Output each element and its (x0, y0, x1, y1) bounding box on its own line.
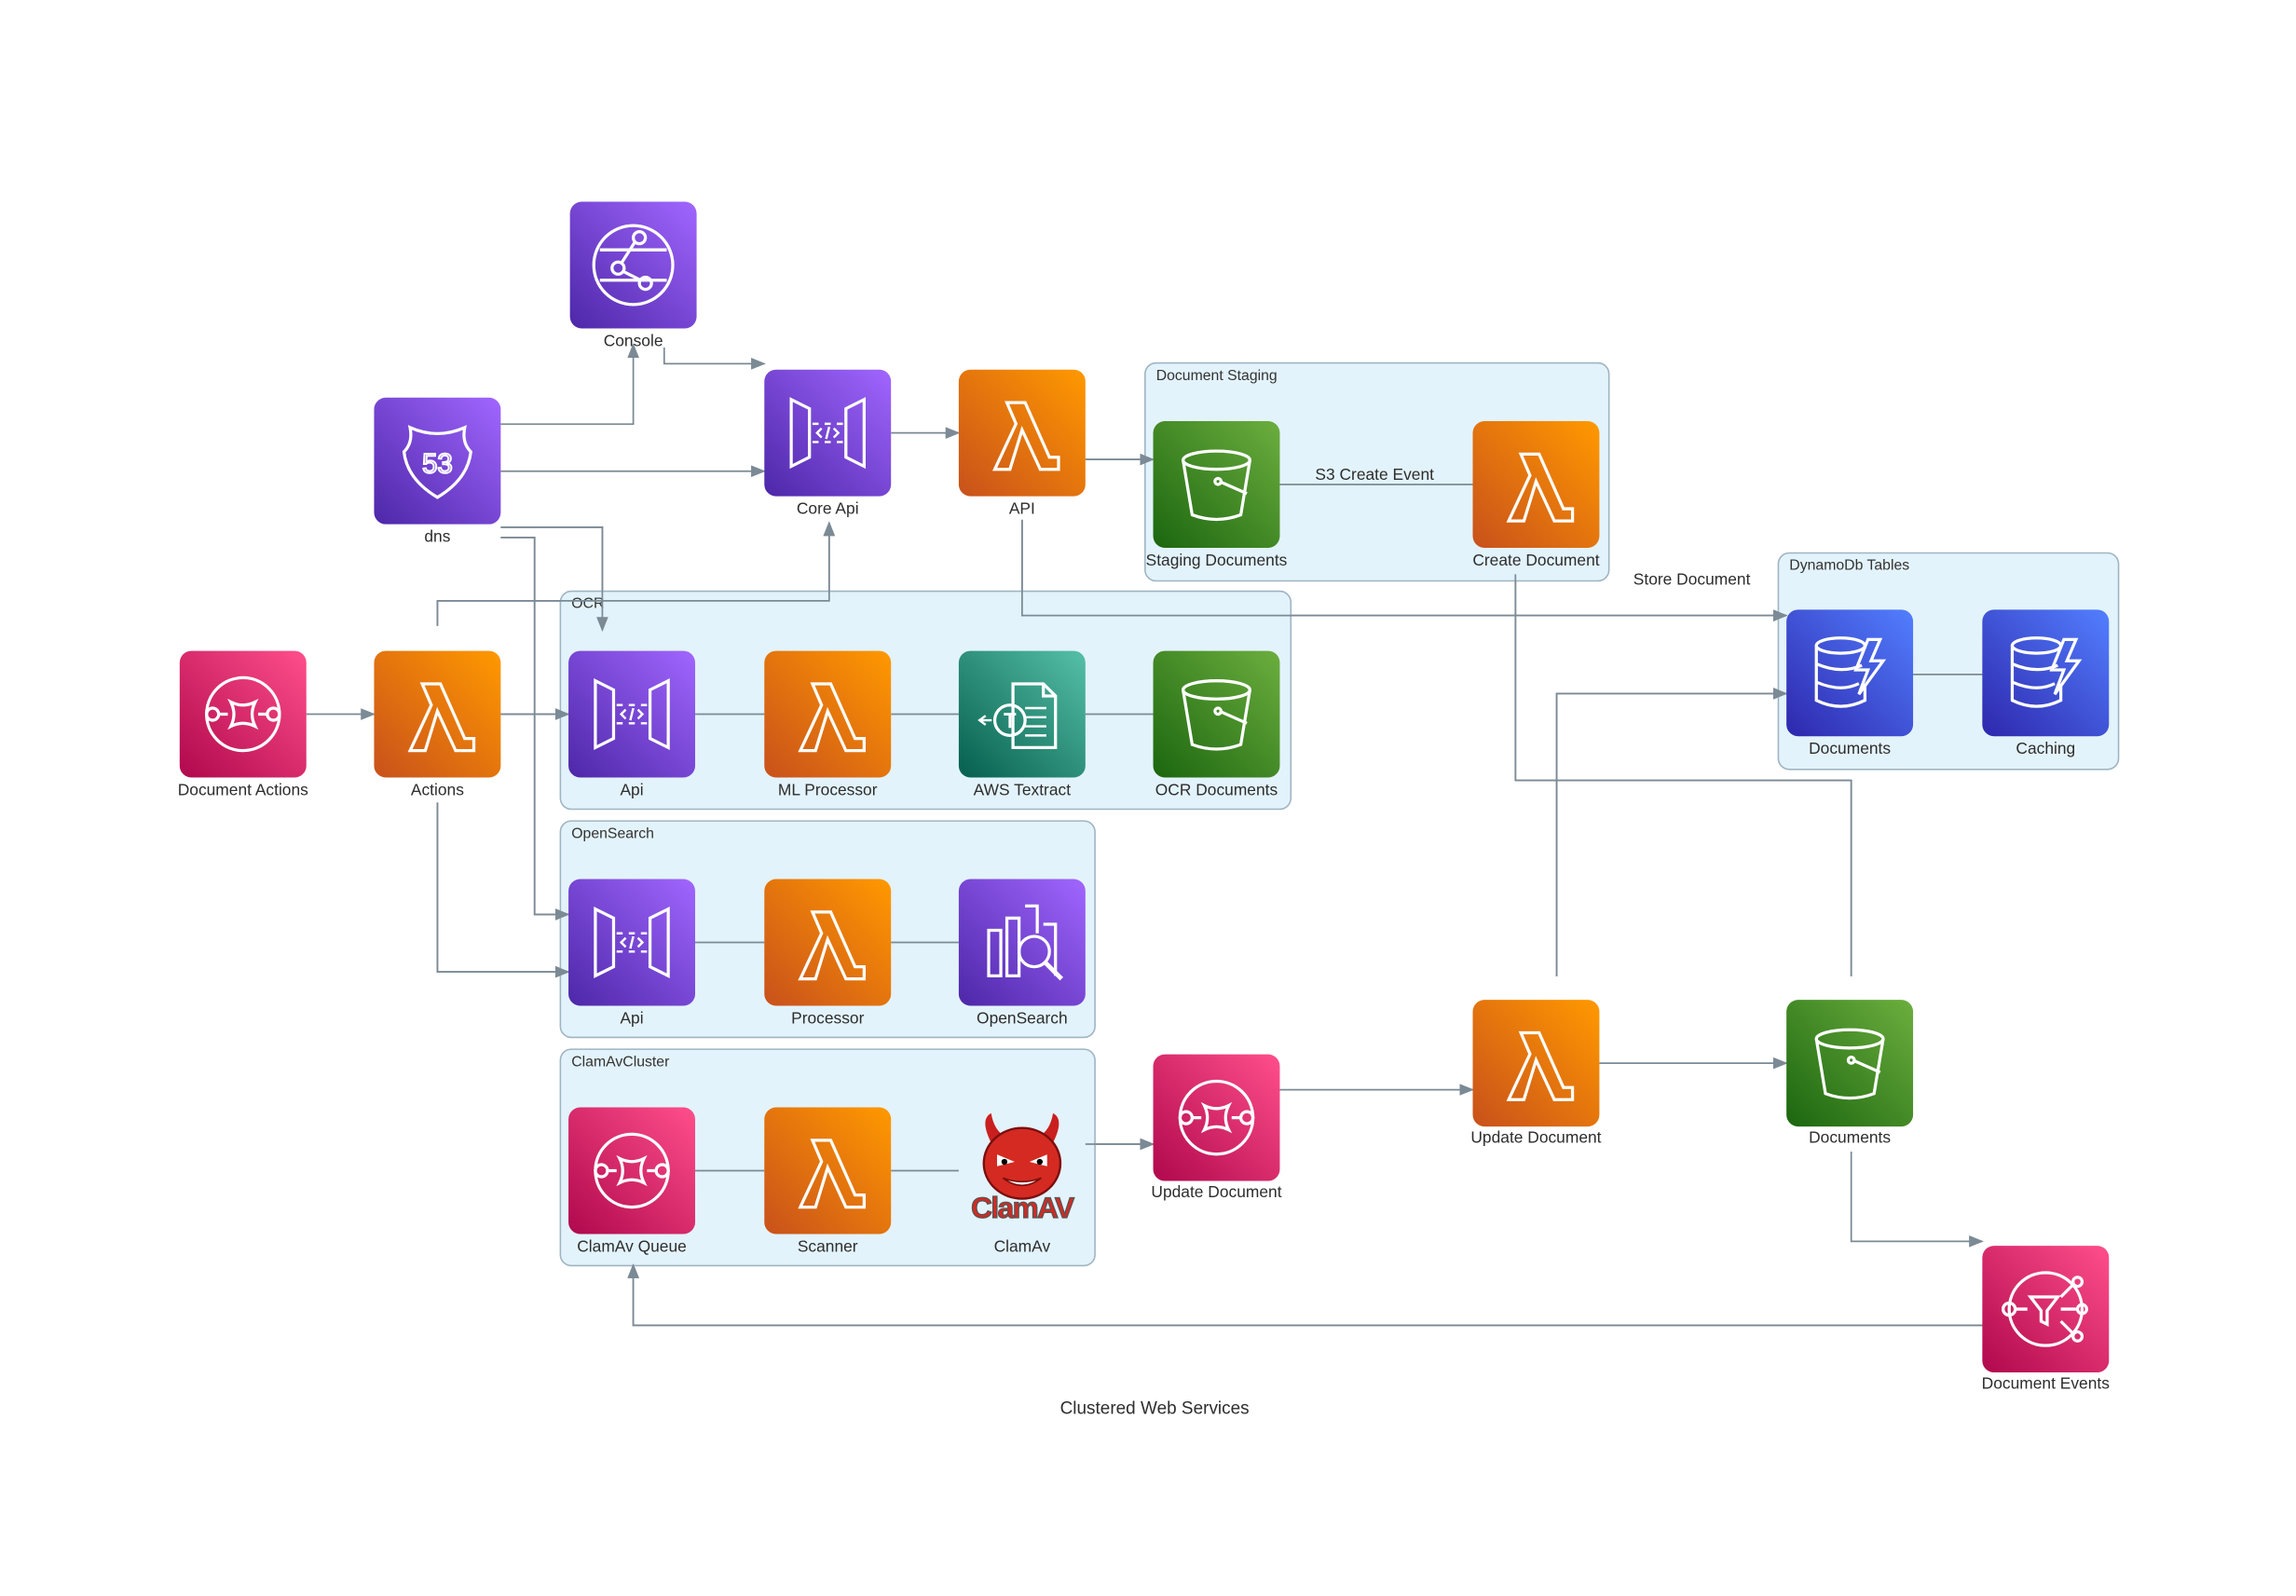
lambda-icon (1506, 1030, 1575, 1101)
sqs-queue-icon (205, 675, 281, 753)
node-clamav-queue[interactable] (568, 1107, 695, 1235)
api-gateway-icon (594, 678, 670, 751)
node-update-document-queue[interactable] (1153, 1054, 1280, 1181)
label-console: Console (603, 333, 663, 351)
lambda-icon (798, 910, 866, 981)
label-ocr-api: Api (620, 782, 644, 800)
node-actions[interactable] (374, 650, 501, 778)
label-create-document: Create Document (1472, 552, 1600, 570)
edge-label-store-document: Store Document (1633, 571, 1751, 590)
cluster-label: ClamAvCluster (571, 1054, 670, 1071)
edge-dns-console (500, 343, 639, 426)
label-caching: Caching (2016, 740, 2076, 758)
cluster-label: Document Staging (1155, 368, 1278, 385)
label-s3-documents: Documents (1809, 1129, 1892, 1148)
sqs-queue-icon (594, 1132, 670, 1209)
node-clamav[interactable]: ClamAV (959, 1108, 1086, 1235)
diagram-caption: Clustered Web Services (1059, 1397, 1250, 1419)
clamav-logo-text: ClamAV (971, 1191, 1074, 1224)
sqs-queue-icon (1178, 1079, 1255, 1156)
label-aws-textract: AWS Textract (973, 782, 1072, 800)
node-staging-documents[interactable] (1153, 421, 1280, 548)
node-s3-documents[interactable] (1786, 1000, 1914, 1127)
node-document-events[interactable] (1982, 1246, 2110, 1373)
s3-bucket-icon (1182, 679, 1251, 751)
svg-text:53: 53 (422, 449, 453, 480)
node-dns[interactable]: 53 (374, 397, 501, 525)
label-dynamo-documents: Documents (1809, 740, 1892, 758)
node-opensearch-api[interactable] (568, 879, 695, 1006)
edge-s3docs-events (1850, 1151, 1984, 1248)
node-api[interactable] (958, 369, 1086, 497)
dynamodb-icon (1814, 636, 1887, 708)
node-update-document-fn[interactable] (1472, 1000, 1600, 1127)
node-create-document[interactable] (1472, 421, 1600, 548)
node-processor[interactable] (764, 879, 892, 1006)
api-gateway-icon (594, 907, 670, 979)
label-ocr-documents: OCR Documents (1155, 782, 1278, 800)
label-opensearch: OpenSearch (977, 1010, 1068, 1029)
label-update-document-queue: Update Document (1151, 1183, 1282, 1202)
lambda-icon (798, 1139, 866, 1209)
label-document-actions: Document Actions (177, 782, 308, 800)
label-api: API (1008, 500, 1035, 519)
label-ml-processor: ML Processor (777, 782, 878, 800)
label-clamav-queue: ClamAv Queue (577, 1238, 687, 1257)
label-scanner: Scanner (797, 1238, 858, 1257)
node-console[interactable] (569, 201, 697, 329)
cluster-label: OpenSearch (571, 825, 654, 843)
edge-console-coreapi (663, 347, 766, 370)
textract-icon (977, 682, 1058, 750)
label-clamav: ClamAv (993, 1238, 1051, 1257)
label-actions: Actions (410, 782, 464, 800)
opensearch-icon (987, 904, 1063, 981)
edge-label-s3-create-event: S3 Create Event (1315, 467, 1434, 484)
node-document-actions[interactable] (179, 650, 307, 778)
label-update-document-fn: Update Document (1470, 1129, 1602, 1148)
lambda-icon (1506, 452, 1575, 523)
dynamodb-icon (2010, 636, 2083, 708)
label-core-api: Core Api (796, 500, 859, 519)
cluster-label: DynamoDb Tables (1789, 558, 1910, 575)
node-scanner[interactable] (764, 1107, 892, 1235)
api-gateway-icon (789, 397, 866, 470)
label-processor: Processor (791, 1010, 865, 1029)
label-opensearch-api: Api (620, 1010, 644, 1029)
sns-topic-icon (2002, 1271, 2088, 1347)
node-opensearch[interactable] (958, 879, 1086, 1006)
lambda-icon (798, 682, 866, 753)
label-dns: dns (424, 528, 451, 547)
cloudfront-icon (592, 224, 675, 307)
label-staging-documents: Staging Documents (1145, 552, 1288, 570)
s3-bucket-icon (1814, 1028, 1885, 1100)
node-core-api[interactable] (764, 369, 892, 497)
node-ocr-documents[interactable] (1153, 650, 1280, 778)
s3-bucket-icon (1182, 449, 1251, 522)
label-document-events: Document Events (1981, 1375, 2110, 1394)
node-ml-processor[interactable] (764, 650, 892, 778)
lambda-icon (407, 682, 476, 753)
clamav-logo-icon: ClamAV (971, 1112, 1076, 1225)
node-aws-textract[interactable] (958, 650, 1086, 778)
lambda-icon (991, 401, 1060, 471)
node-ocr-api[interactable] (568, 650, 695, 778)
route53-shield-icon: 53 (402, 425, 472, 499)
node-caching[interactable] (1982, 609, 2110, 737)
node-dynamo-documents[interactable] (1786, 609, 1914, 737)
